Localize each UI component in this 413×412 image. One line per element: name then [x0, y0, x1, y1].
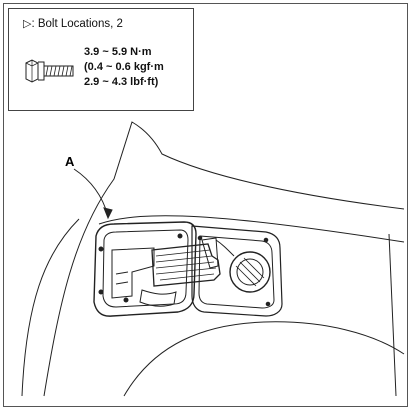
- hinge-bracket: [201, 237, 219, 269]
- fuel-door-illustration: [21, 121, 405, 397]
- fuel-cap: [229, 251, 271, 293]
- door-bolt-3: [177, 233, 183, 239]
- door-recess: [111, 247, 155, 299]
- bolt-icon: [25, 59, 74, 83]
- door-bolt-1: [98, 246, 104, 252]
- fuel-cap-grip: [235, 257, 265, 287]
- callout-arrowhead: [103, 207, 113, 220]
- fuel-door-panel: [93, 221, 197, 317]
- hinge-ribs: [155, 249, 217, 281]
- legend-title: ▷: Bolt Locations, 2: [23, 17, 123, 30]
- legend-title-text: : Bolt Locations, 2: [31, 18, 123, 30]
- torque-kgf: (0.4 ~ 0.6 kgf·m: [84, 61, 164, 73]
- torque-nm: 3.9 ~ 5.9 N·m: [84, 46, 152, 58]
- housing-bolt-2: [263, 237, 269, 243]
- bolt-location-symbol: ▷: [23, 18, 32, 30]
- filler-housing: [191, 225, 283, 317]
- filler-housing-inner: [198, 235, 275, 309]
- door-rib: [115, 271, 129, 285]
- callout-label-a: A: [65, 154, 75, 169]
- hinge-arm: [151, 243, 221, 287]
- diagram-frame: ▷: Bolt Locations, 2 3.9 ~ 5.9 N·m (0.4 …: [3, 3, 408, 407]
- lower-panel-line: [123, 321, 405, 397]
- door-bolt-2: [98, 289, 104, 295]
- fuel-door-inner: [102, 229, 189, 308]
- legend-box: ▷: Bolt Locations, 2 3.9 ~ 5.9 N·m (0.4 …: [8, 8, 194, 111]
- hinge-lower: [139, 289, 177, 307]
- fuel-cap-inner: [236, 258, 264, 286]
- rear-panel-edge: [21, 218, 80, 397]
- fuel-cap-tether: [215, 239, 235, 257]
- body-panel-outline: [43, 121, 405, 397]
- torque-lbf: 2.9 ~ 4.3 lbf·ft): [84, 76, 159, 88]
- housing-bolt-3: [265, 301, 271, 307]
- housing-bolt-1: [197, 235, 203, 241]
- callout-arrow: [73, 168, 109, 217]
- body-edge-right: [388, 233, 397, 397]
- body-crease-line: [98, 215, 405, 243]
- door-bolt-4: [123, 297, 129, 303]
